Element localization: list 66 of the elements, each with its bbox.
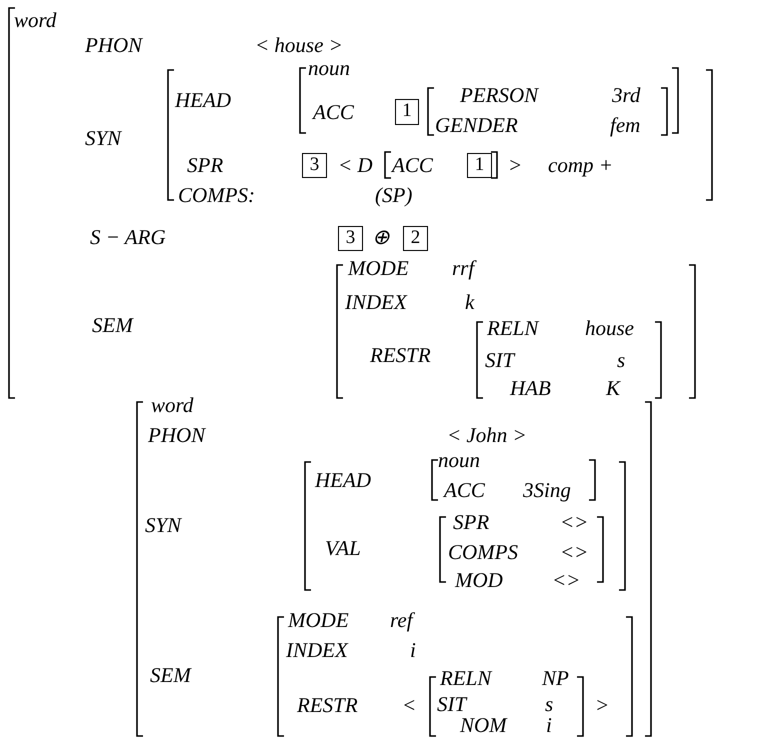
feature-text: word bbox=[151, 393, 194, 417]
feature-text: PERSON bbox=[460, 83, 538, 107]
feature-text: ref bbox=[390, 608, 413, 632]
feature-text: K bbox=[606, 376, 620, 400]
feature-text: > bbox=[508, 153, 522, 177]
feature-text: > bbox=[595, 693, 610, 717]
feature-text: RESTR bbox=[297, 693, 358, 717]
feature-text: GENDER bbox=[435, 113, 518, 137]
feature-text: comp + bbox=[548, 153, 613, 177]
feature-text: <> bbox=[560, 510, 588, 534]
feature-text: < house > bbox=[255, 33, 343, 57]
feature-text: i bbox=[546, 713, 552, 737]
feature-text: ACC bbox=[392, 153, 433, 177]
feature-text: fem bbox=[610, 113, 640, 137]
feature-text: SEM bbox=[150, 663, 191, 687]
feature-text: NP bbox=[542, 666, 569, 690]
feature-text: i bbox=[410, 638, 416, 662]
feature-text: PHON bbox=[148, 423, 206, 447]
feature-text: ACC bbox=[444, 478, 485, 502]
feature-text: RESTR bbox=[370, 343, 431, 367]
feature-text: SIT bbox=[437, 692, 466, 716]
feature-text: RELN bbox=[440, 666, 492, 690]
feature-text: COMPS bbox=[448, 540, 518, 564]
feature-text: word bbox=[14, 8, 56, 32]
boxed-tag: 2 bbox=[403, 226, 428, 251]
feature-text: S − ARG bbox=[90, 225, 166, 249]
boxed-tag: 1 bbox=[395, 99, 419, 125]
feature-text: INDEX bbox=[345, 290, 407, 314]
feature-text: HEAD bbox=[175, 88, 231, 112]
feature-text: SPR bbox=[187, 153, 224, 177]
feature-text: s bbox=[617, 348, 626, 372]
feature-text: VAL bbox=[325, 536, 361, 560]
feature-text: SYN bbox=[145, 513, 182, 537]
feature-text: SIT bbox=[485, 348, 514, 372]
feature-text: SEM bbox=[92, 313, 133, 337]
feature-text: MODE bbox=[348, 256, 409, 280]
feature-text: SPR bbox=[453, 510, 490, 534]
feature-text: 3Sing bbox=[523, 478, 571, 502]
feature-text: (SP) bbox=[375, 183, 412, 207]
feature-text: PHON bbox=[85, 33, 142, 57]
feature-text: HAB bbox=[510, 376, 551, 400]
feature-text: <> bbox=[560, 540, 588, 564]
boxed-tag: 3 bbox=[338, 226, 363, 251]
feature-text: MOD bbox=[455, 568, 503, 592]
feature-text: < John > bbox=[447, 423, 527, 447]
feature-text: SYN bbox=[85, 126, 122, 150]
feature-text: MODE bbox=[288, 608, 349, 632]
feature-text: house bbox=[585, 316, 634, 340]
feature-text: NOM bbox=[460, 713, 507, 737]
feature-text: k bbox=[465, 290, 474, 314]
boxed-tag: 1 bbox=[467, 153, 492, 178]
feature-text: noun bbox=[308, 56, 350, 80]
feature-text: HEAD bbox=[315, 468, 371, 492]
feature-text: ACC bbox=[313, 100, 354, 124]
feature-text: rrf bbox=[452, 256, 474, 280]
feature-text: < bbox=[402, 693, 416, 717]
feature-text: s bbox=[545, 692, 554, 716]
feature-text: COMPS: bbox=[178, 183, 255, 207]
boxed-tag: 3 bbox=[302, 153, 327, 178]
feature-text: RELN bbox=[487, 316, 538, 340]
feature-text: INDEX bbox=[286, 638, 348, 662]
feature-text: <> bbox=[552, 568, 580, 592]
feature-text: < D bbox=[338, 153, 373, 177]
feature-text: ⊕ bbox=[372, 225, 390, 249]
feature-text: 3rd bbox=[612, 83, 640, 107]
feature-text: noun bbox=[438, 448, 480, 472]
